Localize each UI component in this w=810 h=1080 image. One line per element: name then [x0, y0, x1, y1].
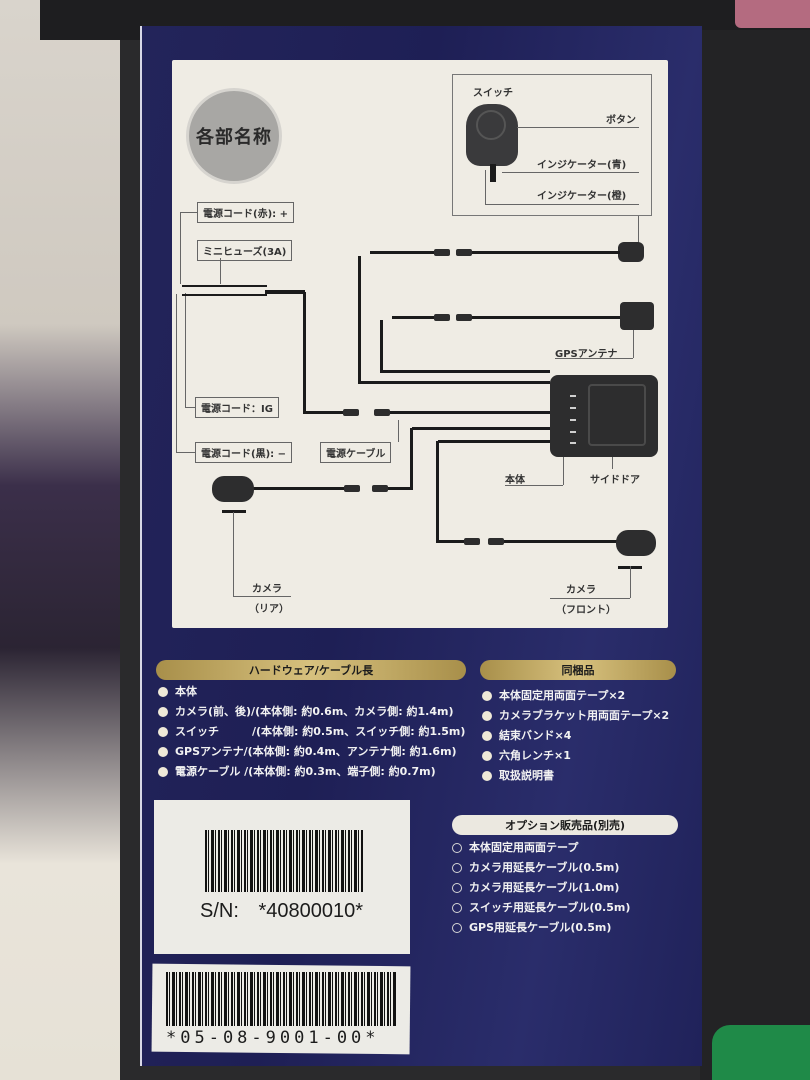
list-item: 本体固定用両面テープ: [452, 838, 630, 858]
bullet-icon: [482, 711, 492, 721]
switch-title: スイッチ: [473, 88, 513, 99]
bullet-icon: [482, 751, 492, 761]
background-pink-object: [735, 0, 810, 28]
switch-button-icon: [476, 110, 506, 140]
bullet-icon: [158, 687, 168, 697]
label-side-door: サイドドア: [590, 475, 640, 486]
list-item: 本体固定用両面テープ×2: [482, 686, 669, 706]
label-power-cable: 電源ケーブル: [320, 442, 392, 463]
label-power-red: 電源コード(赤): +: [197, 202, 294, 223]
bullet-icon: [158, 727, 168, 737]
list-item: スイッチ用延長ケーブル(0.5m): [452, 898, 630, 918]
bullet-icon: [158, 767, 168, 777]
list-item: スイッチ /(本体側: 約0.5m、スイッチ側: 約1.5m): [158, 722, 465, 742]
bullet-outline-icon: [452, 883, 462, 893]
side-door-icon: [588, 384, 646, 446]
list-item: 六角レンチ×1: [482, 746, 669, 766]
label-camera-rear-sub: （リア）: [249, 604, 289, 615]
diagram-title: 各部名称: [186, 88, 282, 184]
serial-number-text: S/N: *40800010*: [200, 900, 364, 922]
switch-connector-icon: [618, 242, 644, 262]
gps-antenna-icon: [620, 302, 654, 330]
label-gps-antenna: GPSアンテナ: [555, 349, 618, 360]
list-item: 結束バンド×4: [482, 726, 669, 746]
bullet-outline-icon: [452, 843, 462, 853]
list-item: カメラ(前、後)/(本体側: 約0.6m、カメラ側: 約1.4m): [158, 702, 465, 722]
background-right: [700, 30, 810, 1080]
list-item: 電源ケーブル /(本体側: 約0.3m、端子側: 約0.7m): [158, 762, 465, 782]
bullet-icon: [158, 747, 168, 757]
label-camera-rear: カメラ: [252, 584, 282, 595]
bullet-outline-icon: [452, 863, 462, 873]
rear-camera-icon: [212, 476, 254, 502]
options-heading: オプション販売品(別売): [452, 815, 678, 835]
label-camera-front: カメラ: [566, 585, 596, 596]
list-item: 取扱説明書: [482, 766, 669, 786]
product-barcode: [166, 972, 396, 1026]
switch-inset: [452, 74, 652, 216]
label-mini-fuse: ミニヒューズ(3A): [197, 240, 293, 261]
options-list: 本体固定用両面テープ カメラ用延長ケーブル(0.5m) カメラ用延長ケーブル(1…: [452, 838, 630, 938]
front-camera-icon: [616, 530, 656, 556]
included-list: 本体固定用両面テープ×2 カメラブラケット用両面テープ×2 結束バンド×4 六角…: [482, 686, 669, 786]
bullet-icon: [482, 731, 492, 741]
list-item: GPSアンテナ/(本体側: 約0.4m、アンテナ側: 約1.6m): [158, 742, 465, 762]
list-item: カメラ用延長ケーブル(1.0m): [452, 878, 630, 898]
list-item: 本体: [158, 682, 465, 702]
list-item: GPS用延長ケーブル(0.5m): [452, 918, 630, 938]
label-main-unit: 本体: [505, 475, 525, 486]
label-power-black: 電源コード(黒): −: [195, 442, 292, 463]
bullet-outline-icon: [452, 903, 462, 913]
label-power-ig: 電源コード：IG: [195, 397, 279, 418]
list-item: カメラ用延長ケーブル(0.5m): [452, 858, 630, 878]
included-heading: 同梱品: [480, 660, 676, 680]
serial-barcode: [205, 830, 363, 892]
bullet-icon: [158, 707, 168, 717]
bullet-icon: [482, 771, 492, 781]
background-green-object: [712, 1025, 810, 1080]
background-left: [0, 0, 120, 1080]
label-indicator-orange: インジケーター(橙): [537, 191, 627, 202]
power-connector-icon: [343, 409, 359, 416]
bullet-outline-icon: [452, 923, 462, 933]
hardware-list: 本体 カメラ(前、後)/(本体側: 約0.6m、カメラ側: 約1.4m) スイッ…: [158, 682, 465, 782]
main-unit-icon: [550, 375, 658, 457]
list-item: カメラブラケット用両面テープ×2: [482, 706, 669, 726]
label-button: ボタン: [606, 115, 636, 126]
label-indicator-blue: インジケーター(青): [537, 160, 627, 171]
product-code-text: *05-08-9001-00*: [166, 1028, 380, 1048]
label-camera-front-sub: （フロント）: [556, 605, 616, 616]
bullet-icon: [482, 691, 492, 701]
hardware-heading: ハードウェア/ケーブル長: [156, 660, 466, 680]
switch-cord-icon: [490, 164, 496, 182]
